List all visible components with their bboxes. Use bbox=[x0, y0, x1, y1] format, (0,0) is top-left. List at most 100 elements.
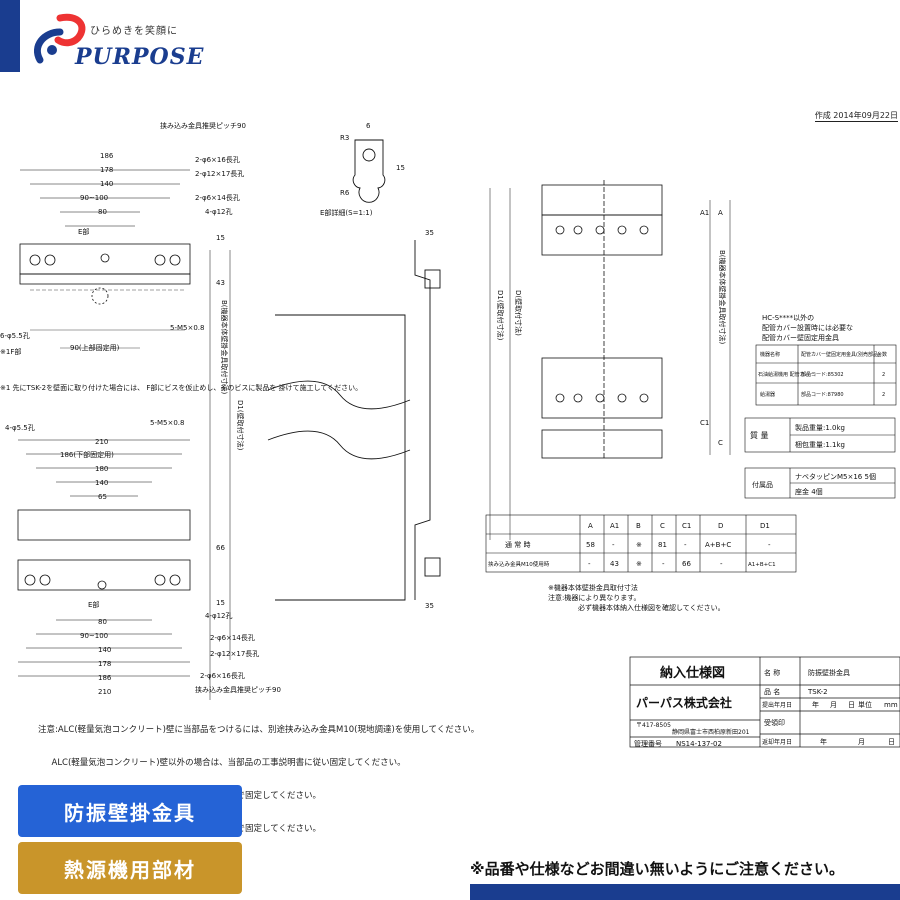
cover-r1-c2: 部品コード:85302 bbox=[801, 371, 844, 378]
spec-ret-y: 年 bbox=[820, 737, 827, 746]
dim-bottom-5: 65 bbox=[98, 493, 107, 501]
hole-2: 2-φ12×17長孔 bbox=[195, 170, 244, 178]
category-tag-wall-bracket[interactable]: 防振壁掛金具 bbox=[18, 785, 242, 837]
dt-r1-d: A+B+C bbox=[705, 541, 731, 549]
spec-name-label: 名 称 bbox=[764, 668, 780, 677]
right-note-2: 配管カバー設置時には必要な bbox=[762, 323, 853, 332]
side-dim-1: 15 bbox=[216, 234, 225, 242]
side-dim-4: 15 bbox=[216, 599, 225, 607]
pitch-label-bottom: 挟み込み金具推奨ピッチ90 bbox=[195, 685, 281, 694]
m5-bottom-label: 5-M5×0.8 bbox=[150, 419, 184, 427]
section-dim-2: 35 bbox=[425, 602, 434, 610]
cover-r2-c2: 部品コード:87980 bbox=[801, 391, 844, 398]
dim-lower-6: 210 bbox=[98, 688, 111, 696]
side-section bbox=[267, 240, 441, 601]
side-dim-3: 66 bbox=[216, 544, 225, 552]
hole-b-2: 2-φ6×14長孔 bbox=[210, 634, 255, 642]
hole-4: 4-φ12孔 bbox=[205, 208, 233, 216]
dt-r1-c1: - bbox=[684, 541, 687, 549]
footer-accent-bar bbox=[470, 884, 900, 900]
vertical-b-right: B(機器本体壁掛金具取付寸法) bbox=[718, 250, 727, 345]
dt-r2-a1: 43 bbox=[610, 560, 619, 568]
dim-top-2: 178 bbox=[100, 166, 113, 174]
dim-lower-2: 90~100 bbox=[80, 632, 108, 640]
m5-top-label: 5-M5×0.8 bbox=[170, 324, 204, 332]
spec-sub-m: 月 bbox=[830, 701, 837, 709]
spec-mgmt-no: NS14-137-02 bbox=[676, 740, 722, 748]
footer-note-2: ALC(軽量気泡コンクリート)壁以外の場合は、当部品の工事説明書に従い固定してく… bbox=[38, 758, 406, 768]
caution-notice: ※品番や仕様などお間違い無いようにご注意ください。 bbox=[470, 860, 844, 878]
cover-h3: 台数 bbox=[877, 351, 887, 358]
cover-h2: 配管カバー壁固定用金具(別売部品) bbox=[801, 351, 880, 358]
table-note-2: 注意:機器により異なります。 bbox=[548, 593, 641, 602]
mass-packed: 梱包重量:1.1kg bbox=[795, 440, 845, 449]
spec-block bbox=[629, 656, 900, 748]
dim-bottom-1: 210 bbox=[95, 438, 108, 446]
detail-label: E部詳細(S=1:1) bbox=[320, 208, 373, 217]
dt-r2-d: - bbox=[720, 560, 723, 568]
spec-sub-y: 年 bbox=[812, 700, 819, 709]
dt-r1-c: 81 bbox=[658, 541, 667, 549]
spec-title: 納入仕様図 bbox=[660, 665, 725, 681]
section-c1: C1 bbox=[700, 419, 709, 427]
vertical-d1-right: D1(壁取付寸法) bbox=[496, 290, 505, 341]
footer-note-1: 注意:ALC(軽量気泡コンクリート)壁に当部品をつけるには、別途挟み込み金具M1… bbox=[38, 725, 480, 735]
top-plate-view bbox=[19, 169, 191, 349]
dt-r1-b: ※ bbox=[636, 541, 642, 549]
dt-r2-b: ※ bbox=[636, 560, 642, 568]
cover-r2-c1: 給湯器 bbox=[760, 391, 775, 398]
dim-top-4: 90~100 bbox=[80, 194, 108, 202]
brand-name: PURPOSE bbox=[75, 44, 205, 70]
dim-bottom-2: 186(下部固定用) bbox=[60, 450, 114, 459]
logo-swoosh-icon bbox=[34, 13, 86, 64]
spec-recv-label: 受領印 bbox=[764, 718, 785, 727]
f-label: ※1F部 bbox=[0, 347, 21, 356]
spec-unit-label: 単位 bbox=[858, 700, 872, 709]
section-dim-1: 35 bbox=[425, 229, 434, 237]
spec-part-label: 品 名 bbox=[764, 687, 780, 696]
spec-name: 防振壁掛金具 bbox=[808, 668, 850, 677]
vertical-d1-left: D1(壁取付寸法) bbox=[236, 400, 245, 451]
dt-r1-d1: - bbox=[768, 541, 771, 549]
six-hole-label: 6-φ5.5孔 bbox=[0, 332, 30, 340]
hole-b-3: 2-φ12×17長孔 bbox=[210, 650, 259, 658]
spec-company: パーパス株式会社 bbox=[636, 695, 732, 710]
dt-r1-a1: - bbox=[612, 541, 615, 549]
detail-dim-3: R3 bbox=[340, 134, 349, 142]
accessories-box bbox=[744, 467, 896, 499]
dim-top-1: 186 bbox=[100, 152, 114, 160]
header-accent-bar bbox=[0, 0, 20, 72]
dt-h-d: D bbox=[718, 522, 723, 530]
brand-tagline: ひらめきを笑顔に bbox=[90, 26, 178, 37]
pitch-label-top: 挟み込み金具推奨ピッチ90 bbox=[160, 121, 246, 130]
vertical-d-right: D(壁取付寸法) bbox=[514, 290, 523, 336]
spec-ret-m: 月 bbox=[858, 738, 865, 746]
cover-r2-c3: 2 bbox=[882, 392, 885, 398]
dt-r1-a: 58 bbox=[586, 541, 595, 549]
vertical-b-left: B(機器本体壁掛金具取付寸法) bbox=[220, 300, 229, 395]
dt-r2-label: 挟み込み金具M10使用時 bbox=[488, 560, 550, 568]
dt-r1-label: 通 常 時 bbox=[505, 540, 530, 549]
spec-sub-label: 提出年月日 bbox=[762, 701, 792, 709]
dim-bottom-3: 180 bbox=[95, 465, 108, 473]
spec-unit: mm bbox=[884, 701, 898, 709]
category-tag-heat-source[interactable]: 熱源機用部材 bbox=[18, 842, 242, 894]
dimension-table bbox=[485, 514, 797, 573]
dim-lower-4: 178 bbox=[98, 660, 111, 668]
dt-h-a1: A1 bbox=[610, 522, 619, 530]
hole-b-4: 2-φ6×16長孔 bbox=[200, 672, 245, 680]
dt-r2-a: - bbox=[588, 560, 591, 568]
date-stamp: 作成 2014年09月22日 bbox=[814, 111, 898, 122]
hole-1: 2-φ6×16長孔 bbox=[195, 156, 240, 164]
four-hole-label: 4-φ5.5孔 bbox=[5, 424, 35, 432]
bottom-plate-view bbox=[17, 439, 191, 677]
dt-h-a: A bbox=[588, 522, 593, 530]
right-note-title: HC-S****以外の bbox=[762, 313, 814, 322]
dt-r2-c: - bbox=[662, 560, 665, 568]
detail-dim-4: R6 bbox=[340, 189, 350, 197]
mass-label: 質 量 bbox=[750, 430, 769, 440]
dim-lower-5: 186 bbox=[98, 674, 112, 682]
accessories-label: 付属品 bbox=[752, 480, 773, 489]
note1-line: ※1 先にTSK-2を壁面に取り付けた場合には、 F部にビスを仮止めし、そのビス… bbox=[0, 383, 362, 392]
dt-r2-c1: 66 bbox=[682, 560, 691, 568]
